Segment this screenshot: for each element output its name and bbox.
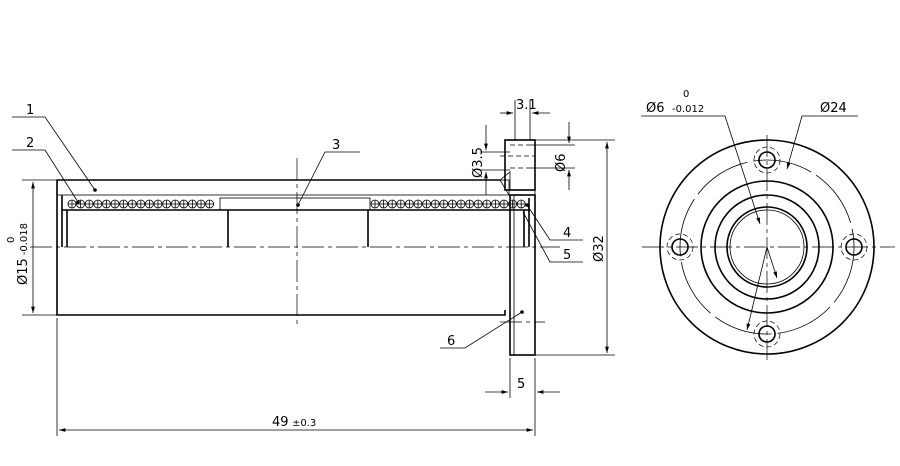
leader-dot: [296, 203, 300, 207]
leader-line: [440, 311, 523, 349]
leader-line: [526, 204, 583, 241]
balloon-number: 6: [447, 334, 455, 349]
outer-sleeve-section: [56, 179, 510, 196]
bore-diameter-dimension: Ø15 -0.018 0: [6, 179, 57, 316]
ball-crosshair: [162, 200, 171, 208]
ball-crosshair: [431, 200, 440, 208]
balloon-1: 1: [12, 103, 97, 192]
bolt-circle-value: Ø24: [820, 101, 847, 116]
ball-crosshair: [448, 200, 457, 208]
ball-crosshair: [439, 200, 448, 208]
shaft-tolerance-upper: 0: [683, 89, 689, 100]
lube-counterbore-value: Ø6: [554, 153, 569, 172]
leader-line: [786, 115, 858, 170]
ball-crosshair: [482, 200, 491, 208]
leader-line: [522, 211, 583, 263]
balloon-number: 2: [26, 136, 34, 151]
leader-line: [297, 151, 360, 206]
ball-crosshair: [491, 200, 500, 208]
ball-crosshair: [465, 200, 474, 208]
front-view: Ø6 0 -0.012 Ø24: [641, 89, 895, 360]
shaft-tolerance-lower: -0.012: [672, 104, 704, 115]
balloon-callouts: 1 2 3 4 5 6: [12, 103, 583, 349]
flange: [509, 194, 536, 356]
balloon-5: 5: [522, 211, 583, 263]
ball-crosshair: [517, 200, 526, 208]
ball-crosshair: [422, 200, 431, 208]
flange-thickness-dimension: 5: [485, 358, 560, 398]
balloon-6: 6: [440, 310, 524, 349]
retainer-section: [219, 197, 371, 211]
lube-counterbore-dimension: Ø6: [530, 122, 575, 190]
balloon-3: 3: [296, 138, 360, 207]
flange-diameter-value: Ø32: [592, 235, 607, 262]
ball-crosshair: [145, 200, 154, 208]
leader-dot: [525, 203, 529, 207]
ball-crosshair: [102, 200, 111, 208]
shaft-diameter-callout: Ø6 0 -0.012: [641, 89, 778, 279]
ball-crosshair: [76, 200, 85, 208]
bore-diameter-value: Ø15: [16, 258, 31, 285]
bolt-circle-callout: Ø24: [746, 101, 858, 331]
flange-thickness-value: 5: [517, 377, 525, 392]
bore-diameter-label: Ø15 -0.018: [16, 223, 31, 285]
bore-outline: [61, 195, 530, 247]
ball-row: [67, 199, 526, 209]
bore-tolerance-lower: -0.018: [19, 223, 30, 255]
side-view: [30, 139, 560, 356]
ball-crosshair: [128, 200, 137, 208]
dimension-line: [766, 246, 778, 279]
balloon-number: 1: [26, 103, 34, 118]
sleeve-outline: [56, 179, 506, 316]
balloon-4: 4: [525, 203, 583, 241]
leader-dot: [76, 200, 80, 204]
lube-hole-value: Ø3.5: [471, 147, 486, 178]
balloon-number: 3: [332, 138, 340, 153]
ball-crosshair: [457, 200, 465, 208]
shaft-diameter-label: Ø6: [646, 101, 665, 116]
leader-dot: [93, 188, 97, 192]
lube-port-hidden-lines: [500, 144, 535, 169]
ball-crosshair: [474, 200, 483, 208]
leader-line: [641, 115, 761, 225]
lube-hole-dimension: Ø3.5: [471, 125, 510, 195]
balloon-2: 2: [12, 136, 80, 204]
lube-width-dimension: 3.1: [500, 98, 550, 140]
ball-crosshair: [68, 200, 76, 208]
ball-crosshair: [379, 200, 388, 208]
leader-line: [12, 116, 96, 191]
balloon-number: 5: [563, 248, 571, 263]
leader-line: [12, 149, 79, 203]
ball-crosshair: [93, 200, 102, 208]
length-dimension: 49 ±0.3: [56, 318, 536, 436]
ball-crosshair: [396, 200, 405, 208]
length-tolerance: ±0.3: [292, 418, 316, 429]
ball-crosshair: [388, 200, 397, 208]
ball-crosshair: [405, 200, 414, 208]
ball-crosshair: [414, 200, 422, 208]
ball-crosshair: [188, 200, 197, 208]
ball-crosshair: [500, 200, 508, 208]
ball-crosshair: [205, 200, 214, 208]
ball-crosshair: [171, 200, 180, 208]
ball-crosshair: [154, 200, 162, 208]
ball-crosshair: [111, 200, 119, 208]
lube-port: [504, 139, 536, 191]
leader-dot: [520, 310, 524, 314]
ball-crosshair: [179, 200, 188, 208]
flange-diameter-dimension: Ø32: [535, 139, 615, 356]
length-value: 49: [272, 415, 289, 430]
ball-crosshair: [371, 200, 379, 208]
ball-crosshair: [85, 200, 94, 208]
dimension-line: [746, 246, 768, 331]
ball-crosshair: [119, 200, 128, 208]
ball-crosshair: [197, 200, 205, 208]
ball-crosshair: [508, 200, 517, 208]
bore-tolerance-upper: 0: [6, 237, 17, 243]
dimensions: Ø15 -0.018 0 49 ±0.3 5 Ø32 3.1: [6, 98, 615, 436]
ball-crosshair: [136, 200, 145, 208]
balloon-number: 4: [563, 226, 571, 241]
lube-width-value: 3.1: [516, 98, 537, 113]
shaft-diameter-value: Ø6: [646, 101, 665, 116]
